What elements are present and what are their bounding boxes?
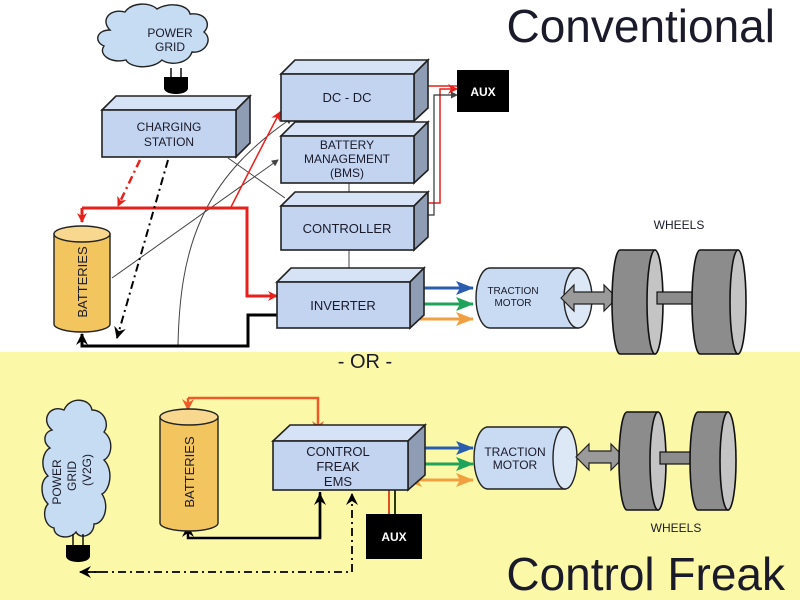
- power-line-to-dcdc: [229, 111, 281, 210]
- power-bus-battery-inverter: [82, 206, 278, 301]
- controller-box: CONTROLLER: [279, 190, 430, 252]
- plug-icon-v2g: [66, 534, 90, 562]
- charging-station-box: CHARGING STATION: [100, 94, 252, 159]
- aux-box-bottom: AUX: [366, 514, 422, 559]
- inverter-label: INVERTER: [310, 298, 376, 313]
- traction-motor-top-line2: MOTOR: [494, 298, 531, 309]
- charge-line-black-dashdot: [114, 159, 169, 339]
- bms-line2: MANAGEMENT: [304, 152, 391, 166]
- batteries-label-bottom: BATTERIES: [182, 436, 197, 508]
- title-conventional: Conventional: [506, 0, 775, 52]
- power-grid-line1: POWER: [147, 26, 193, 40]
- bms-line1: BATTERY: [320, 138, 374, 152]
- charging-station-line1: CHARGING: [137, 120, 202, 134]
- bms-box: BATTERY MANAGEMENT (BMS): [279, 120, 430, 185]
- separator-or: - OR -: [338, 351, 392, 373]
- v2g-line-dashdot: [82, 493, 358, 573]
- plug-icon: [164, 68, 188, 94]
- traction-motor-top-line1: TRACTION: [487, 286, 538, 297]
- charging-station-line2: STATION: [144, 135, 194, 149]
- charge-line-red-dashdot: [116, 159, 142, 207]
- power-grid-line2: GRID: [155, 40, 185, 54]
- wheels-label-top: WHEELS: [654, 218, 705, 232]
- bms-line3: (BMS): [330, 166, 364, 180]
- ems-line2: FREAK: [316, 459, 360, 474]
- traction-motor-bottom-line2: MOTOR: [493, 458, 538, 472]
- controller-label: CONTROLLER: [303, 221, 392, 236]
- title-control-freak: Control Freak: [506, 548, 786, 600]
- ems-line3: EMS: [324, 474, 353, 489]
- traction-motor-bottom-line1: TRACTION: [484, 445, 545, 459]
- cloud-shape: [97, 3, 209, 68]
- signal-line-charging-controller: [227, 157, 286, 199]
- batteries-cylinder-bottom: BATTERIES: [159, 408, 219, 532]
- inverter-box: INVERTER: [275, 266, 426, 330]
- cloud-shape-v2g: [41, 399, 112, 538]
- power-grid-cloud: POWER GRID: [97, 3, 209, 68]
- traction-motor-bottom: TRACTION MOTOR: [473, 426, 578, 490]
- v2g-line2: GRID: [65, 461, 79, 491]
- batteries-cylinder-top: BATTERIES: [53, 225, 111, 333]
- ems-line1: CONTROL: [306, 444, 370, 459]
- v2g-line1: POWER: [50, 459, 64, 505]
- aux-box-top: AUX: [457, 70, 509, 112]
- wheels-top: WHEELS: [611, 218, 747, 355]
- dcdc-box: DC - DC: [279, 58, 430, 123]
- wheels-label-bottom: WHEELS: [651, 521, 702, 535]
- dcdc-label: DC - DC: [322, 90, 371, 105]
- signal-line-inverter-curve: [177, 117, 293, 346]
- aux-label-top: AUX: [470, 85, 495, 99]
- power-grid-v2g-cloud: POWER GRID (V2G): [41, 399, 112, 538]
- v2g-line3: (V2G): [80, 454, 94, 486]
- control-freak-wires: [79, 396, 474, 578]
- signal-line-battery-bms: [111, 159, 279, 279]
- wheels-bottom: WHEELS: [618, 411, 737, 535]
- ems-line-battery-ems-red: [188, 396, 324, 433]
- control-freak-ems-box: CONTROL FREAK EMS: [270, 423, 428, 492]
- batteries-label-top: BATTERIES: [75, 246, 90, 318]
- aux-label-bottom: AUX: [381, 530, 406, 544]
- aux-line-red: [427, 84, 458, 204]
- aux-line-dark: [427, 91, 458, 216]
- return-line-inverter-battery: [76, 313, 277, 348]
